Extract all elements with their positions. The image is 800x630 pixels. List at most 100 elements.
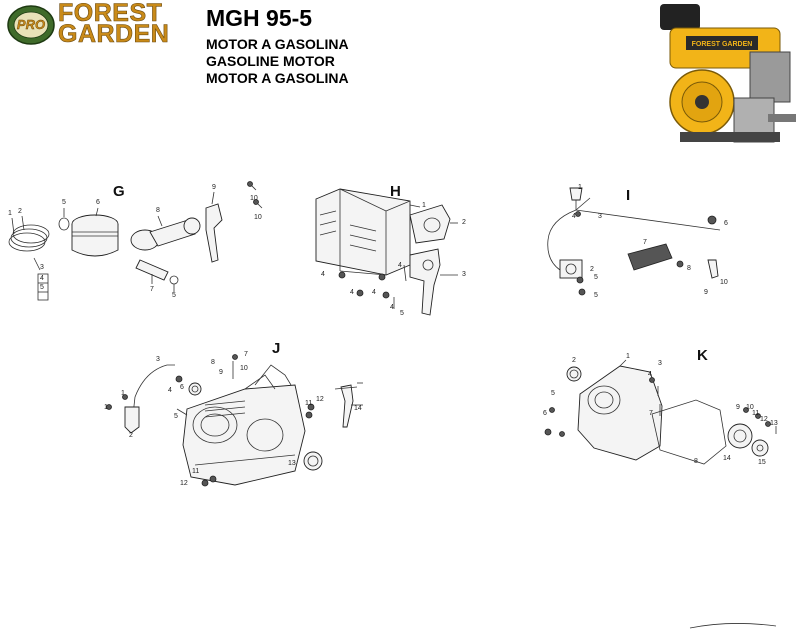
callout: 11 <box>192 468 200 475</box>
callout: 5 <box>172 292 176 299</box>
callout: 1 <box>8 210 12 217</box>
crankcase-block <box>182 364 306 486</box>
callout: 10 <box>240 365 248 372</box>
svg-text:FOREST GARDEN: FOREST GARDEN <box>692 41 753 48</box>
callout: 1 <box>578 184 582 191</box>
callout: 7 <box>244 351 248 358</box>
model-title: MGH 95-5 <box>206 5 313 31</box>
ignition-module <box>627 243 673 271</box>
callout: 4 <box>321 271 325 278</box>
piston <box>71 214 119 257</box>
section-label-g: G <box>113 183 125 200</box>
subtitle-3: MOTOR A GASOLINA <box>206 70 349 86</box>
callout: 4 <box>648 371 652 378</box>
callout: 3 <box>40 264 44 271</box>
callout: 13 <box>288 460 296 467</box>
section-g-diagram <box>8 181 263 301</box>
callout: 5 <box>551 390 555 397</box>
callout: 1 <box>104 404 108 411</box>
callout: 10 <box>254 214 262 221</box>
callout: 3 <box>156 356 160 363</box>
callout: 4 <box>40 275 44 282</box>
brand-name: FOREST GARDEN <box>58 0 170 48</box>
callout: 9 <box>736 404 740 411</box>
callout: 10 <box>720 279 728 286</box>
callout: 4 <box>572 213 576 220</box>
callout: 4 <box>168 387 172 394</box>
callout: 6 <box>543 410 547 417</box>
callout: 12 <box>180 480 188 487</box>
muffler-bracket <box>409 248 441 316</box>
subtitle-2: GASOLINE MOTOR <box>206 53 335 69</box>
callout: 4 <box>390 304 394 311</box>
cover-gasket <box>651 399 727 465</box>
callout: 4 <box>398 262 402 269</box>
callout: 7 <box>150 286 154 293</box>
section-h-diagram <box>315 188 458 316</box>
callout: 8 <box>694 458 698 465</box>
section-label-h: H <box>390 183 401 200</box>
callout: 14 <box>354 405 362 412</box>
callout: 10 <box>250 195 258 202</box>
callout: 4 <box>350 289 354 296</box>
piston-pin <box>135 259 169 281</box>
callout: 2 <box>462 219 466 226</box>
callout: 4 <box>372 289 376 296</box>
callout: 2 <box>129 432 133 439</box>
callout: 3 <box>598 213 602 220</box>
subtitle-1: MOTOR A GASOLINA <box>206 36 349 52</box>
section-j-diagram <box>106 354 363 487</box>
callout: 5 <box>40 284 44 291</box>
callout: 7 <box>643 239 647 246</box>
governor-gear <box>727 423 753 449</box>
callout: 1 <box>422 202 426 209</box>
callout: 9 <box>219 369 223 376</box>
callout: 6 <box>724 220 728 227</box>
callout: 13 <box>770 420 778 427</box>
callout: 8 <box>211 359 215 366</box>
section-label-i: I <box>626 187 631 204</box>
oil-dipstick <box>340 384 354 428</box>
oil-seal <box>188 382 202 396</box>
callout: 5 <box>594 292 598 299</box>
callout: 10 <box>746 404 754 411</box>
callout: 15 <box>758 459 766 466</box>
callout: 6 <box>96 199 100 206</box>
oil-sensor <box>124 406 140 434</box>
rod-bolts <box>247 181 263 209</box>
callout: 9 <box>212 184 216 191</box>
callout: 14 <box>723 455 731 462</box>
crankcase-cover <box>577 359 663 461</box>
callout: 6 <box>180 384 184 391</box>
callout: 12 <box>760 416 768 423</box>
callout: 5 <box>400 310 404 317</box>
ground-bracket <box>707 259 719 279</box>
section-label-j: J <box>272 340 281 357</box>
crank-seal <box>303 451 323 471</box>
callout: 5 <box>62 199 66 206</box>
section-label-k: K <box>697 347 708 364</box>
section-k-diagram <box>544 359 777 465</box>
callout: 2 <box>590 266 594 273</box>
callout: 3 <box>658 360 662 367</box>
svg-text:PRO: PRO <box>17 17 45 32</box>
callout: 7 <box>649 410 653 417</box>
ignition-coil <box>559 259 583 279</box>
callout: 1 <box>121 390 125 397</box>
callout: 2 <box>18 208 22 215</box>
brand-badge-logo: PRO <box>7 5 55 45</box>
callout: 9 <box>704 289 708 296</box>
connecting-rod <box>130 217 201 251</box>
callout: 1 <box>626 353 630 360</box>
section-i-diagram <box>547 187 721 296</box>
k-oil-seal <box>566 366 582 382</box>
callout: 2 <box>572 357 576 364</box>
muffler-gasket <box>409 204 451 244</box>
page-edge-mark <box>689 623 777 629</box>
callout: 5 <box>594 274 598 281</box>
callout: 3 <box>462 271 466 278</box>
callout: 11 <box>752 410 760 417</box>
callout: 8 <box>156 207 160 214</box>
engine-photo: FOREST GARDEN <box>660 4 796 143</box>
callout: 11 <box>305 400 313 407</box>
